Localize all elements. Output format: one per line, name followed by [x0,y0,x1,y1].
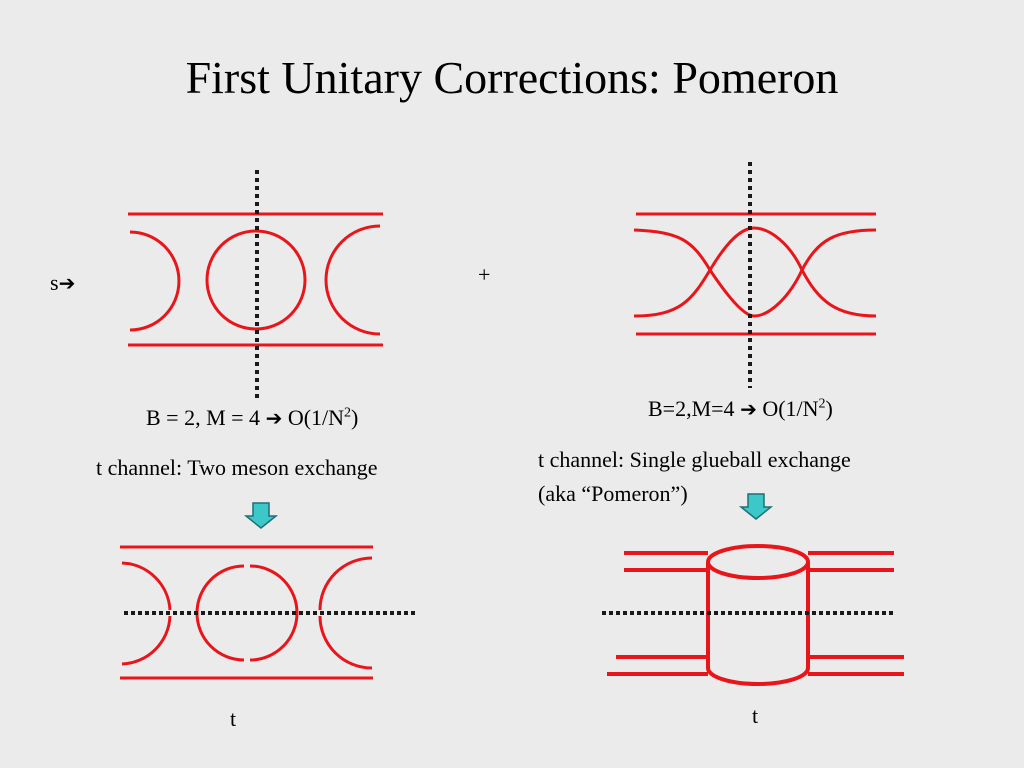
left-counting-prefix: B = 2, M = 4 [146,405,266,430]
right-counting-label: B=2,M=4 ➔ O(1/N2) [648,396,833,422]
bl-left-arc-lower [121,615,172,666]
left-counting-suffix: O(1/N [282,405,345,430]
plus-sign: + [478,262,491,287]
left-counting-exponent: 2 [344,405,352,421]
right-channel-line2: (aka “Pomeron”) [538,481,688,506]
top-right-diagram [633,212,877,336]
bottom-left-diagram [120,545,373,680]
right-channel-line1: t channel: Single glueball exchange [538,447,851,472]
tr-strand-2 [633,226,877,318]
tl-left-arc [129,230,181,332]
left-t-label: t [230,706,237,731]
bl-circle-right [249,564,299,662]
tr-strand-1 [633,228,877,318]
bl-left-arc-upper [121,561,172,611]
down-arrow-right-icon [738,493,774,520]
implies-arrow-icon: ➔ [740,397,757,421]
slide-title: First Unitary Corrections: Pomeron [185,52,839,103]
tl-right-arc [324,224,381,336]
s-label-text: s [50,270,59,295]
bottom-right-diagram [607,544,904,686]
right-counting-prefix: B=2,M=4 [648,396,741,421]
br-cylinder-top [706,544,810,580]
right-t-label: t [752,703,759,728]
right-counting-suffix: O(1/N [756,396,819,421]
down-arrow-left-icon [243,502,279,529]
br-cylinder-bottom [706,667,810,686]
right-counting-exponent: 2 [818,396,826,412]
left-channel-text: t channel: Two meson exchange [96,455,378,480]
left-counting-label: B = 2, M = 4 ➔ O(1/N2) [146,405,358,431]
s-channel-label: s➔ [50,270,75,296]
implies-arrow-icon: ➔ [58,271,76,295]
implies-arrow-icon: ➔ [265,406,283,430]
bl-right-arc-lower [318,615,373,670]
right-counting-close: ) [825,396,833,421]
tl-center-circle [205,229,307,331]
left-counting-close: ) [351,405,359,430]
bl-right-arc-upper [318,556,373,611]
